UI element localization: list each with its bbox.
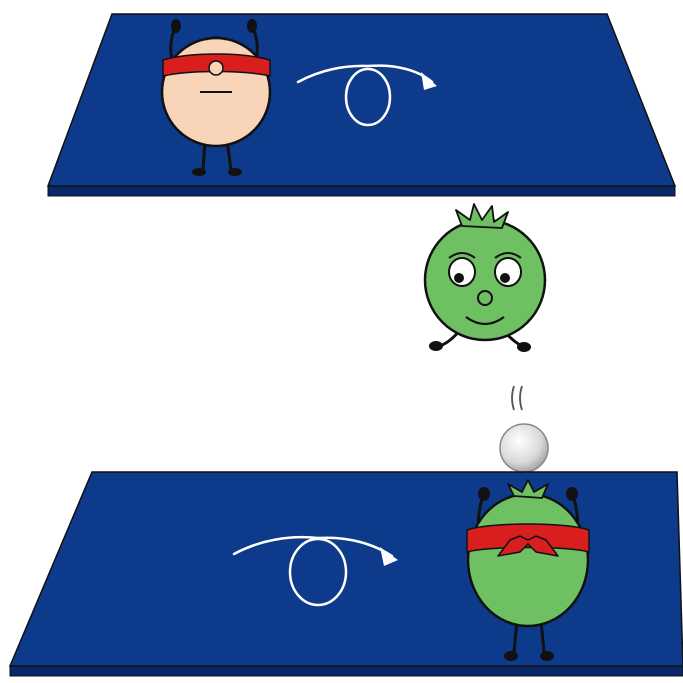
blindfold: [467, 524, 589, 552]
right-hand: [247, 19, 257, 33]
green-tomato-character: [425, 204, 545, 352]
left-hand: [478, 487, 490, 501]
left-foot: [429, 341, 443, 351]
top-mat: [48, 14, 675, 196]
top-mat-edge: [48, 186, 675, 196]
right-foot: [517, 342, 531, 352]
right-hand: [566, 487, 578, 501]
left-hand: [171, 19, 181, 33]
right-foot: [540, 651, 554, 661]
right-foot: [228, 168, 242, 176]
top-mat-surface: [48, 14, 675, 186]
leaf-crown: [456, 204, 508, 228]
bottom-mat-edge: [10, 666, 683, 676]
left-foot: [192, 168, 206, 176]
green-body: [425, 220, 545, 340]
left-foot: [504, 651, 518, 661]
motion-lines-icon: [512, 386, 522, 410]
green-body: [468, 494, 588, 626]
white-ball: [500, 424, 548, 472]
